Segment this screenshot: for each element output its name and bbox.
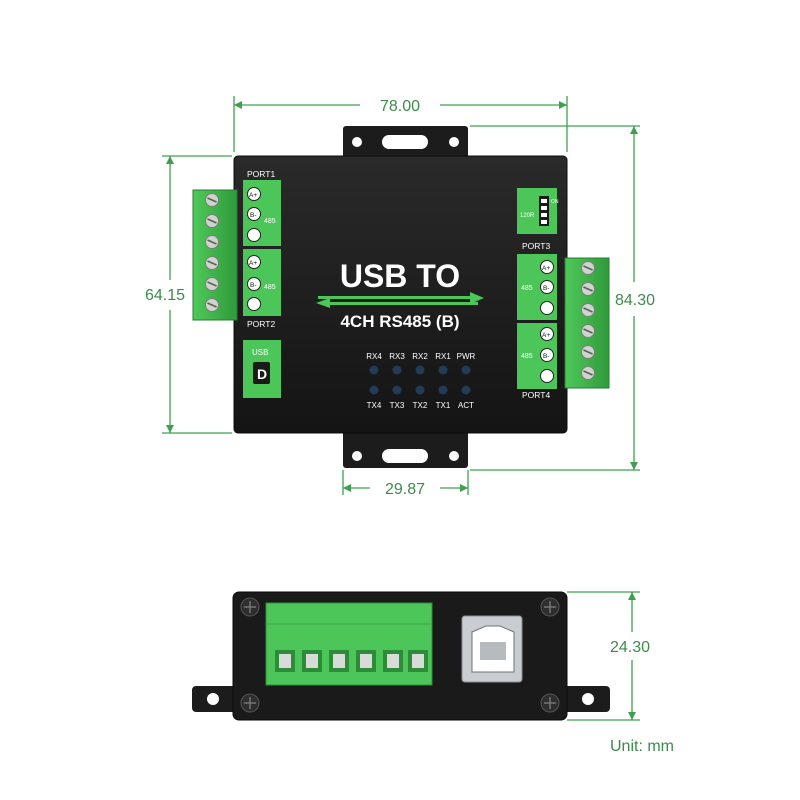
port1-pins: [247, 187, 261, 311]
port3-pin-a: A+: [542, 265, 550, 272]
port2-pin-a: A+: [249, 260, 257, 267]
led-tx2: [415, 385, 425, 395]
port4-label: PORT4: [522, 390, 550, 400]
device-title-line2: 4CH RS485 (B): [340, 312, 459, 331]
side-screws: [240, 597, 560, 713]
dimension-width-top: 78.00: [233, 96, 568, 152]
led-label-tx1: TX1: [436, 401, 451, 410]
dim-height-right-label: 84.30: [615, 292, 655, 309]
port1-pin-b: B-: [250, 212, 257, 219]
bottom-mounting-bracket: [343, 430, 468, 468]
usb-label: USB: [252, 348, 268, 357]
side-usb-b-port: [461, 615, 523, 683]
dim-bracket-label: 29.87: [385, 481, 425, 498]
led-rx3: [392, 365, 402, 375]
led-label-rx2: RX2: [412, 352, 428, 361]
unit-label: Unit: mm: [610, 738, 674, 755]
port3-485-label: 485: [521, 285, 533, 292]
dim-side-height-label: 24.30: [610, 639, 650, 656]
led-label-rx3: RX3: [389, 352, 405, 361]
led-label-rx1: RX1: [435, 352, 451, 361]
side-terminal-block: [265, 602, 433, 686]
led-label-pwr: PWR: [457, 352, 476, 361]
led-label-tx4: TX4: [367, 401, 382, 410]
led-label-act: ACT: [458, 401, 474, 410]
led-rx4: [369, 365, 379, 375]
resistor-label: 120R: [520, 213, 535, 219]
right-terminal-block: [564, 257, 610, 389]
port2-pin-b: B-: [250, 282, 257, 289]
port1-485-label: 485: [264, 218, 276, 225]
usb-port-icon: [253, 362, 270, 384]
dimension-side-height: 24.30: [567, 591, 650, 721]
led-label-tx3: TX3: [390, 401, 405, 410]
led-tx1: [438, 385, 448, 395]
dim-width-label: 78.00: [380, 98, 420, 115]
usb-letter: D: [257, 366, 267, 382]
port2-485-label: 485: [264, 284, 276, 291]
port4-485-label: 485: [521, 353, 533, 360]
dimension-bracket-width: 29.87: [342, 470, 469, 498]
led-label-tx2: TX2: [413, 401, 428, 410]
led-rx1: [438, 365, 448, 375]
dimension-height-right: 84.30: [470, 125, 655, 471]
led-act: [461, 385, 471, 395]
port1-pin-a: A+: [249, 192, 257, 199]
led-array: RX4 RX3 RX2 RX1 PWR TX4 TX3 TX2 TX1 ACT: [366, 352, 475, 410]
led-label-rx4: RX4: [366, 352, 382, 361]
led-pwr: [461, 365, 471, 375]
top-mounting-bracket: [343, 126, 468, 160]
dip-switch: [539, 196, 549, 226]
device-title-line1: USB TO: [340, 258, 460, 294]
port3-label: PORT3: [522, 241, 550, 251]
led-tx4: [369, 385, 379, 395]
side-view-device: [192, 591, 610, 721]
port2-label: PORT2: [247, 319, 275, 329]
top-view-device: PORT1 PORT2 A+ B- A+ B- 485 485 USB D US…: [192, 126, 610, 468]
led-tx3: [392, 385, 402, 395]
port3-pin-b: B-: [543, 285, 550, 292]
port4-pin-b: B-: [543, 353, 550, 360]
port4-pin-a: A+: [542, 332, 550, 339]
left-terminal-block: [192, 189, 238, 321]
dimension-height-left: 64.15: [145, 155, 232, 434]
title-arrows: [316, 292, 484, 308]
port1-label: PORT1: [247, 169, 275, 179]
port3-dip-panel: [517, 188, 557, 234]
dip-on-label: ON: [551, 199, 559, 205]
led-rx2: [415, 365, 425, 375]
dim-height-left-label: 64.15: [145, 287, 185, 304]
